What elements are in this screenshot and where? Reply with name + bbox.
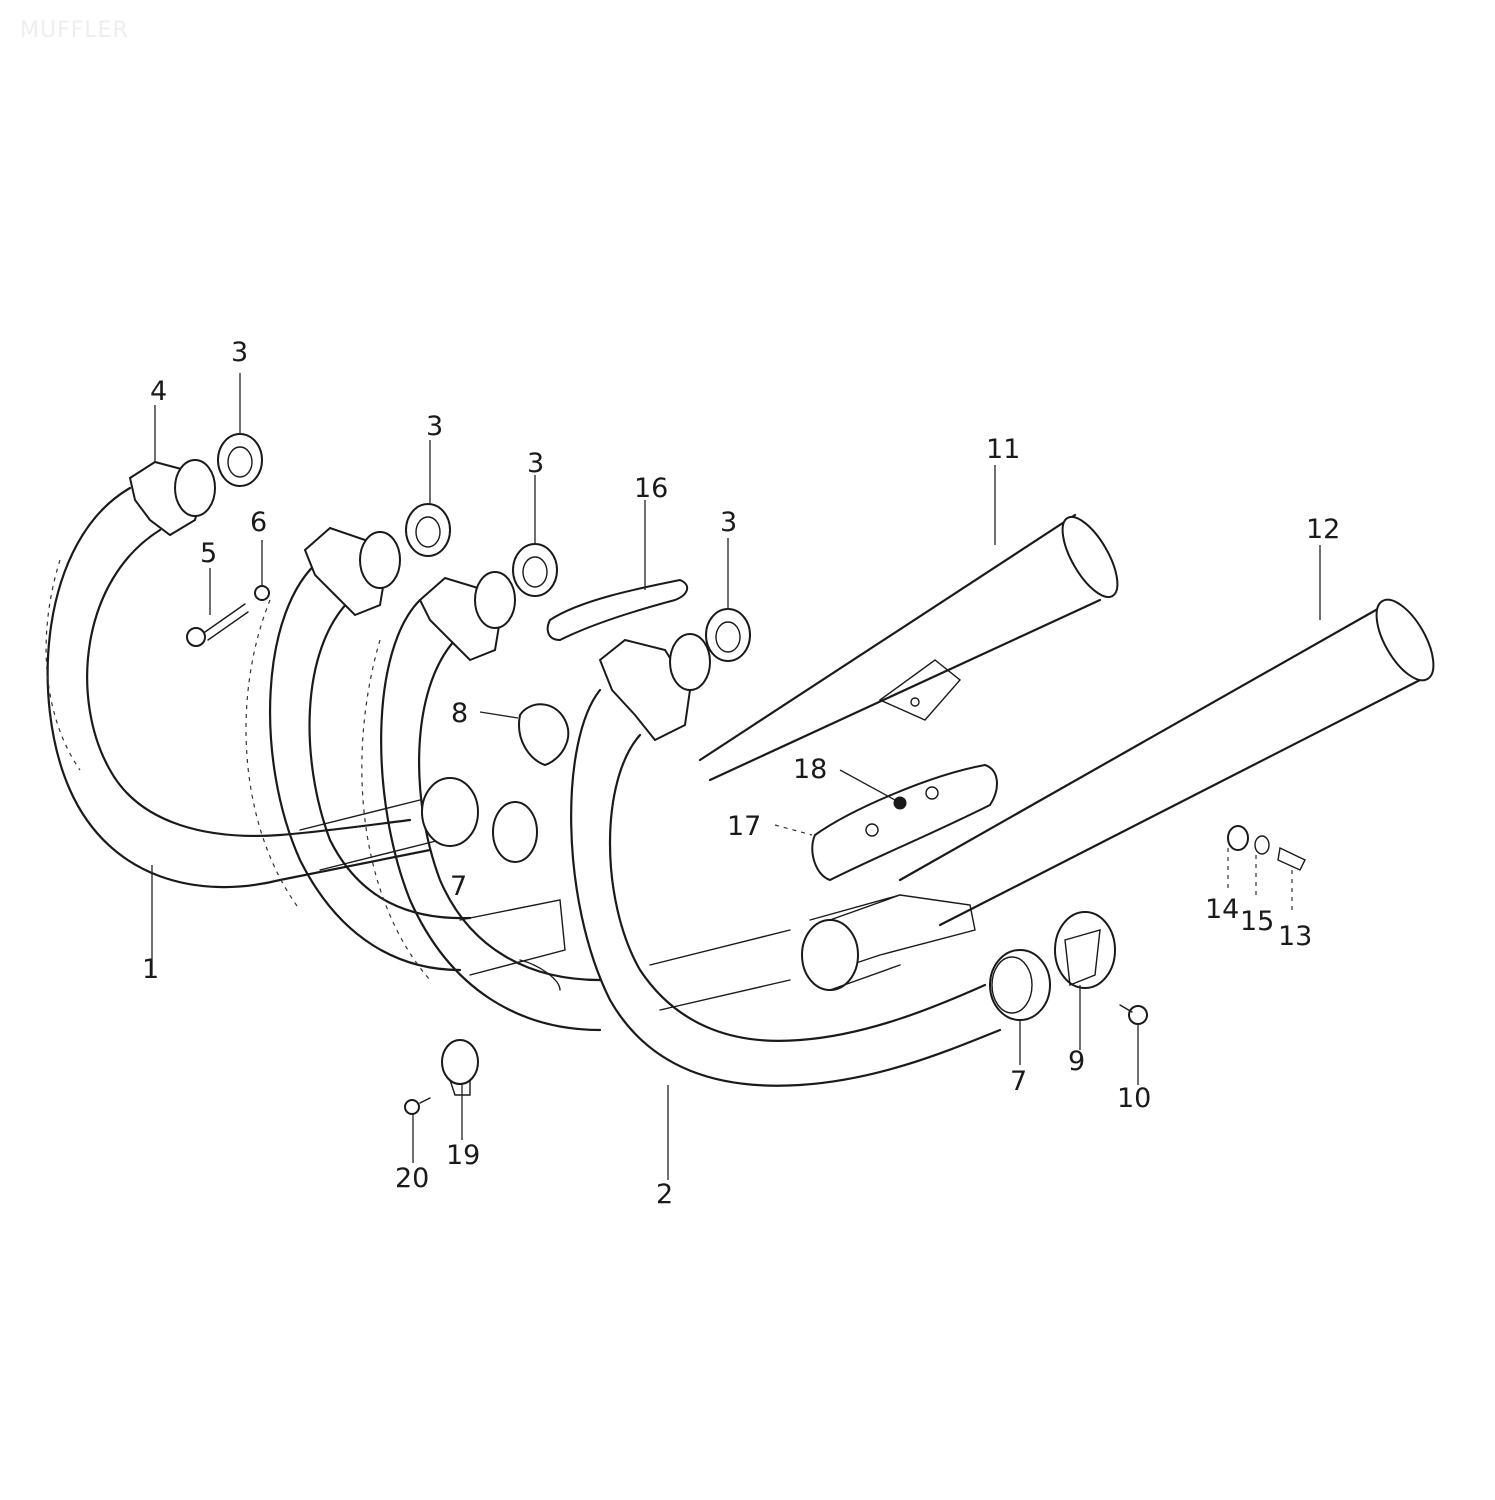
callout-2: 2 [656, 1179, 673, 1210]
muffler-12 [898, 598, 1435, 927]
callout-16: 16 [634, 473, 668, 504]
callout-9: 9 [1068, 1046, 1085, 1077]
callout-20: 20 [395, 1163, 429, 1194]
clamp-second [303, 526, 401, 617]
callout-17: 17 [727, 811, 761, 842]
exhaust-pipe-2 [570, 688, 1002, 1087]
connecting-pipes [299, 777, 976, 1011]
callout-6: 6 [250, 507, 267, 538]
callout-14: 14 [1205, 894, 1239, 925]
callout-3c: 3 [527, 448, 544, 479]
clamp-19 [441, 1039, 479, 1096]
clamp-4 [128, 459, 216, 537]
bolt-20 [404, 1097, 431, 1115]
muffler-inlet [801, 894, 901, 991]
muffler-11 [698, 513, 1119, 782]
gasket-3d-inner [715, 621, 741, 653]
diagram-title: MUFFLER [20, 18, 129, 43]
leader-lines [151, 373, 1321, 1180]
sleeve-7 [989, 949, 1051, 1021]
callout-5: 5 [200, 538, 217, 569]
callout-13: 13 [1278, 921, 1312, 952]
callout-3d: 3 [720, 507, 737, 538]
callout-11: 11 [986, 434, 1020, 465]
callout-labels: 1 2 3 3 3 3 4 5 6 7 7 7 8 9 10 11 12 13 … [142, 337, 1340, 1210]
bracket-17 [811, 763, 998, 882]
clamp-third [418, 571, 516, 662]
nut-6 [254, 585, 270, 601]
callout-4: 4 [150, 376, 167, 407]
callout-8: 8 [451, 698, 468, 729]
callout-3a: 3 [231, 337, 248, 368]
callout-1: 1 [142, 954, 159, 985]
exhaust-pipe-1 [45, 486, 432, 889]
callout-10: 10 [1117, 1083, 1151, 1114]
callout-18: 18 [793, 754, 827, 785]
callout-3b: 3 [426, 411, 443, 442]
bolt-18 [893, 796, 907, 810]
clamp-8 [518, 703, 570, 767]
clamp-9 [1054, 911, 1116, 989]
gasket-3b [405, 503, 451, 557]
exhaust-pipe-third [361, 598, 602, 1032]
callout-12: 12 [1306, 514, 1340, 545]
gasket-3c [512, 543, 558, 597]
gasket-3d [705, 608, 751, 662]
hardware-13-14-15 [1227, 825, 1306, 871]
callout-19: 19 [446, 1140, 480, 1171]
callout-15: 15 [1240, 906, 1274, 937]
gasket-3a-inner [227, 446, 253, 478]
bolt-10 [1119, 1004, 1148, 1025]
clamp-front [598, 633, 711, 742]
callout-7a: 7 [450, 871, 467, 902]
callout-7b: 7 [1010, 1066, 1027, 1097]
bolt-5 [186, 603, 249, 647]
exhaust-pipe-second [245, 558, 472, 972]
gasket-3a [217, 433, 263, 487]
heat-protector-16 [546, 578, 689, 642]
gasket-3b-inner [415, 516, 441, 548]
gasket-3c-inner [522, 556, 548, 588]
